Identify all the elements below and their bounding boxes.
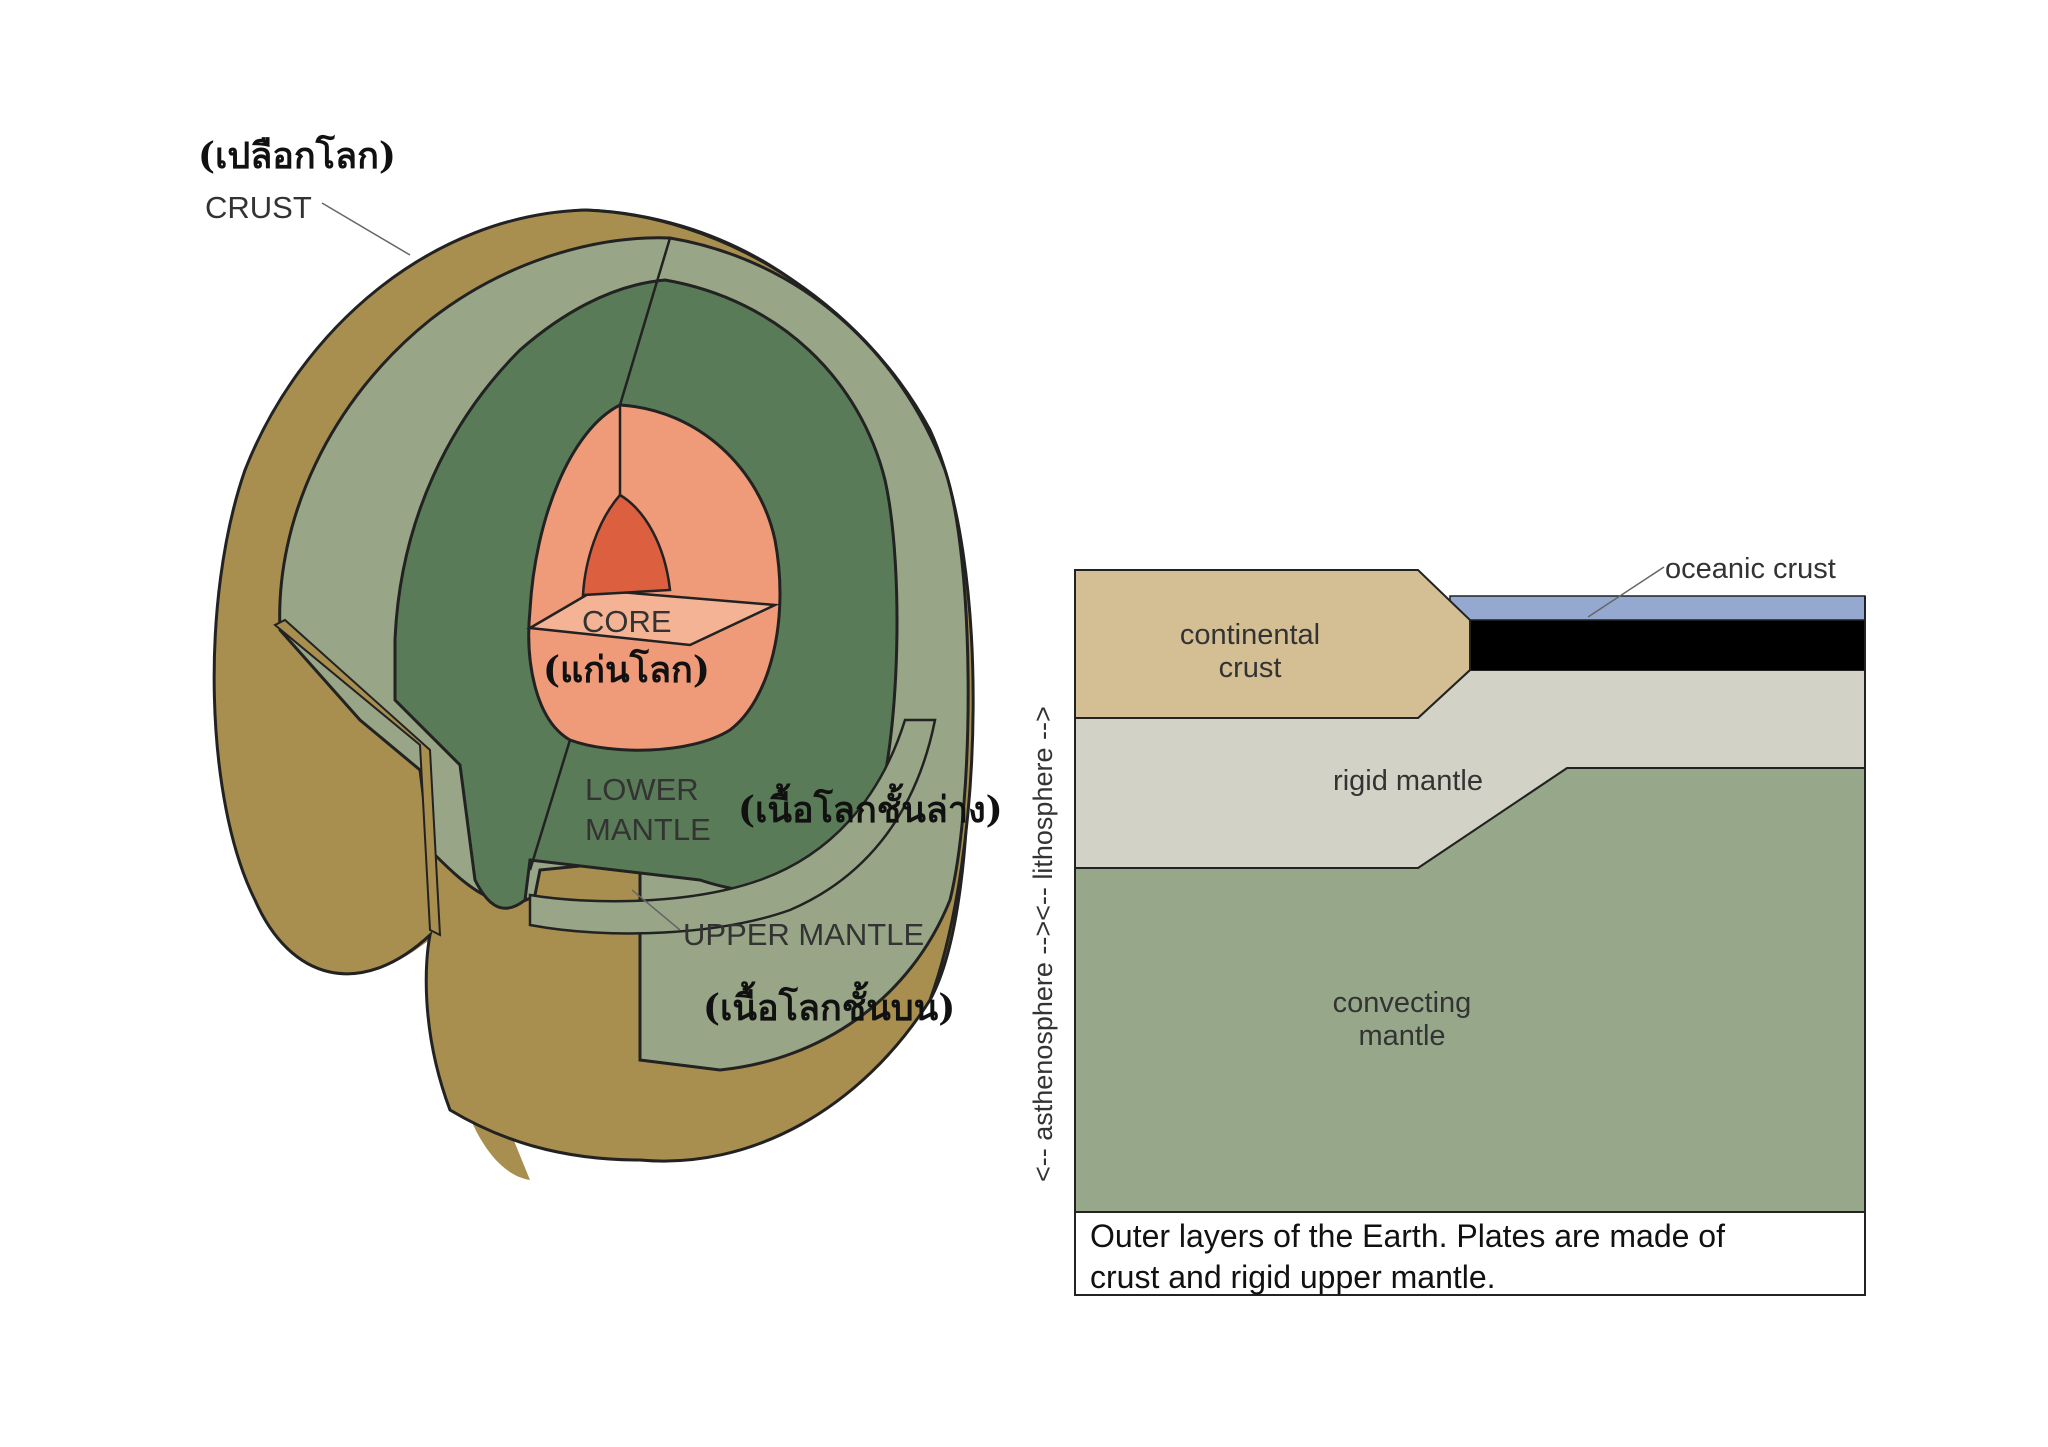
upper-mantle-ring xyxy=(528,718,937,935)
section-border xyxy=(1074,570,1866,1296)
oceanic-crust-label: oceanic crust xyxy=(1665,553,1836,585)
oceanic-crust-band xyxy=(1449,595,1866,621)
convecting-mantle-label-1: convecting xyxy=(1333,987,1472,1019)
core-label: CORE xyxy=(582,604,672,639)
side-axis-label: <-- asthenosphere --><-- lithosphere --> xyxy=(1028,706,1058,1182)
upper-mantle-label: UPPER MANTLE xyxy=(683,917,924,952)
crust-thai-label: (เปลือกโลก) xyxy=(198,134,396,177)
continental-crust-label-2: crust xyxy=(1219,652,1282,684)
lower-mantle-label-2: MANTLE xyxy=(585,812,711,847)
crust-cut-band xyxy=(273,618,442,937)
convecting-mantle-label-2: mantle xyxy=(1358,1020,1445,1052)
caption-line-2: crust and rigid upper mantle. xyxy=(1090,1259,1496,1295)
continental-crust-label-1: continental xyxy=(1180,619,1320,651)
oceanic-lithosphere xyxy=(1468,620,1865,670)
section-line-left xyxy=(528,739,572,871)
oceanic-crust-leader xyxy=(1587,566,1665,618)
core-cut-plane xyxy=(526,588,780,647)
section-line-top xyxy=(618,237,672,406)
lower-mantle-thai-label: (เนื้อโลกชั้นล่าง) xyxy=(738,783,1003,831)
earth-cutaway xyxy=(212,202,975,1180)
lower-mantle-label-1: LOWER xyxy=(585,772,699,807)
upper-mantle-thai-label: (เนื้อโลกชั้นบน) xyxy=(703,981,955,1029)
crust-leader xyxy=(321,202,411,256)
crust-label: CRUST xyxy=(205,190,312,225)
core-thai-label: (แก่นโลก) xyxy=(543,648,710,691)
caption-line-1: Outer layers of the Earth. Plates are ma… xyxy=(1090,1218,1725,1254)
upper-mantle-leader xyxy=(631,889,681,931)
rigid-mantle-label: rigid mantle xyxy=(1333,765,1483,797)
inner-core xyxy=(581,493,672,597)
cross-section xyxy=(1074,566,1866,1296)
